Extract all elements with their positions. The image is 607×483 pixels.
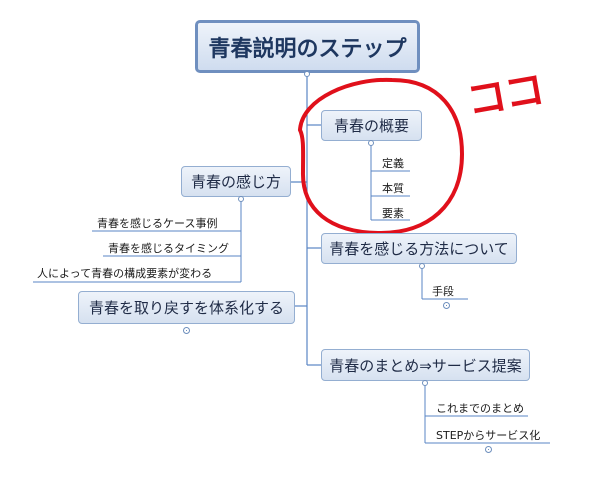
- expand-marker-systematize[interactable]: [183, 327, 190, 334]
- leaf-step-service[interactable]: STEPからサービス化: [436, 429, 541, 442]
- root-node[interactable]: 青春説明のステップ: [195, 20, 420, 73]
- red-circle-annotation: [298, 77, 465, 236]
- node-overview[interactable]: 青春の概要: [321, 110, 422, 141]
- leaf-cases[interactable]: 青春を感じるケース事例: [97, 217, 218, 230]
- leaf-timing[interactable]: 青春を感じるタイミング: [108, 242, 229, 255]
- collapse-dot-overview[interactable]: [368, 140, 374, 146]
- leaf-means[interactable]: 手段: [432, 285, 454, 298]
- collapse-dot-summary[interactable]: [422, 380, 428, 386]
- leaf-recap[interactable]: これまでのまとめ: [436, 402, 524, 415]
- expand-marker-step-service[interactable]: [485, 446, 492, 453]
- leaf-components[interactable]: 人によって青春の構成要素が変わる: [37, 267, 213, 280]
- node-summary[interactable]: 青春のまとめ⇒サービス提案: [321, 349, 530, 381]
- expand-marker-means[interactable]: [443, 302, 450, 309]
- node-feel[interactable]: 青春の感じ方: [181, 166, 291, 197]
- leaf-definition[interactable]: 定義: [382, 157, 404, 170]
- leaf-essence[interactable]: 本質: [382, 182, 404, 195]
- collapse-dot-feel[interactable]: [238, 196, 244, 202]
- leaf-elements[interactable]: 要素: [382, 207, 404, 220]
- node-systematize[interactable]: 青春を取り戻すを体系化する: [78, 291, 295, 324]
- node-method[interactable]: 青春を感じる方法について: [321, 233, 517, 264]
- collapse-dot-trunk[interactable]: [304, 71, 310, 77]
- collapse-dot-method[interactable]: [419, 263, 425, 269]
